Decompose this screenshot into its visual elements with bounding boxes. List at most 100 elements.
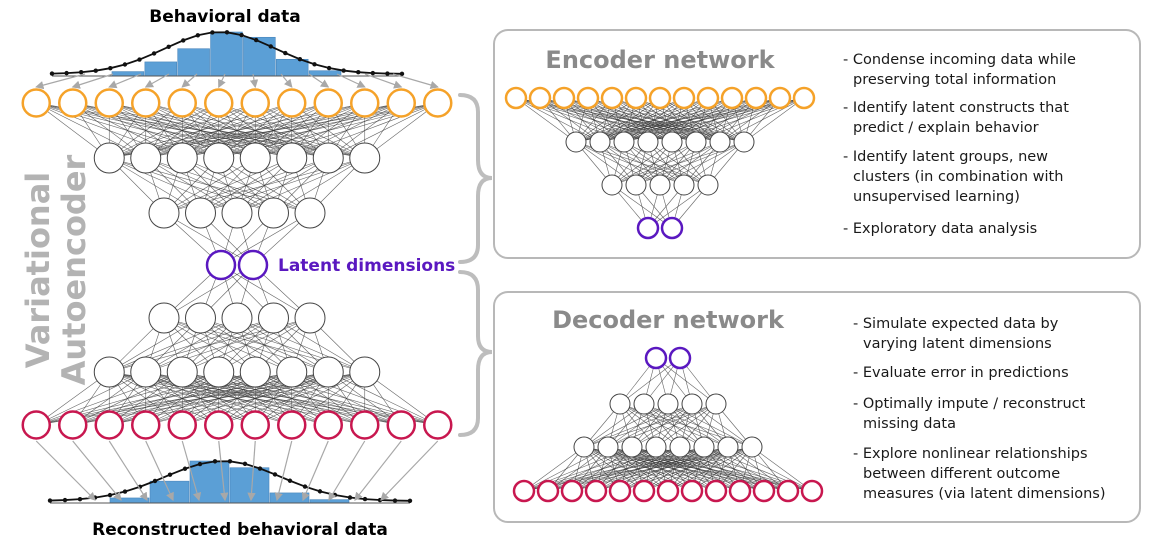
main-hidden-node xyxy=(166,142,198,174)
decoder-output-node xyxy=(656,479,680,503)
encoder-hidden-node xyxy=(565,131,587,153)
main-hidden-node xyxy=(349,356,381,388)
output-arrow xyxy=(218,440,229,502)
decoder-hidden-node xyxy=(693,436,715,458)
main-hidden-node xyxy=(239,142,271,174)
decoder-edge xyxy=(631,403,717,448)
main-hidden-node xyxy=(276,142,308,174)
main-output-node xyxy=(204,410,234,440)
decoder-edge xyxy=(691,446,753,492)
main-input-node xyxy=(350,88,380,118)
output-arrow xyxy=(274,440,293,502)
decoder-output-node xyxy=(800,479,824,503)
top-hist-curve-point xyxy=(122,62,128,67)
bottom-hist-curve-point xyxy=(287,478,293,483)
encoder-edge xyxy=(575,97,805,143)
input-arrow xyxy=(35,73,86,90)
decoder-latent-node xyxy=(644,346,668,370)
top-hist-curve-point xyxy=(137,57,142,62)
main-edge xyxy=(109,102,438,159)
decoder-edge xyxy=(583,403,669,448)
encoder-hidden-node xyxy=(733,131,755,153)
decoder-output-node xyxy=(512,479,536,503)
encoder-input-node xyxy=(576,86,600,110)
main-output-node xyxy=(94,410,124,440)
top-hist-bar xyxy=(144,61,178,77)
output-arrow xyxy=(108,440,148,502)
top-hist-bar xyxy=(308,70,342,77)
encoder-edge xyxy=(515,97,577,143)
encoder-hidden-node xyxy=(673,174,695,196)
decoder-output-node xyxy=(776,479,800,503)
main-output-node xyxy=(21,410,51,440)
decoder-edge xyxy=(619,357,681,405)
main-input-node xyxy=(423,88,453,118)
encoder-hidden-node xyxy=(661,131,683,153)
bottom-hist-curve-point xyxy=(212,459,218,464)
main-hidden-node xyxy=(93,142,125,174)
decoder-edge xyxy=(655,403,717,448)
output-arrow xyxy=(181,440,202,502)
decoder-edge xyxy=(583,403,645,448)
main-edge xyxy=(236,157,365,214)
bottom-hist-bar xyxy=(269,492,310,504)
output-arrow xyxy=(145,440,174,502)
main-hidden-node xyxy=(166,356,198,388)
decoder-hidden-node xyxy=(669,436,691,458)
encoder-edge xyxy=(611,141,697,186)
top-hist-bar xyxy=(243,36,276,77)
main-output-node xyxy=(131,410,161,440)
decoder-edge xyxy=(523,446,585,492)
main-edge xyxy=(218,317,311,373)
decoder-hidden-node xyxy=(621,436,643,458)
decoder-edge xyxy=(523,446,609,492)
top-hist-curve-point xyxy=(108,65,113,71)
side-label-line1: Variational xyxy=(19,172,57,369)
main-hidden-node xyxy=(258,302,289,334)
bottom-hist-curve-point xyxy=(152,478,158,484)
top-hist-bar xyxy=(177,48,210,77)
encoder-bullet-line: unsupervised learning) xyxy=(853,189,1020,205)
top-hist-curve-point xyxy=(385,71,390,76)
input-arrow xyxy=(308,73,330,88)
decoder-output-node xyxy=(608,479,632,503)
top-hist-curve-point xyxy=(181,38,186,43)
top-hist-curve-point xyxy=(268,44,273,49)
decoder-output-node xyxy=(560,479,584,503)
main-input-node xyxy=(94,88,124,118)
main-input-node xyxy=(131,88,161,118)
decoder-output-node xyxy=(752,479,776,503)
decoder-output-node xyxy=(704,479,728,503)
encoder-edge xyxy=(599,97,805,143)
main-input-node xyxy=(386,88,416,118)
encoder-input-node xyxy=(720,86,744,110)
input-arrow xyxy=(71,73,114,89)
output-arrow xyxy=(328,440,366,502)
decoder-bullet-line: - Simulate expected data by xyxy=(853,316,1059,332)
main-output-node xyxy=(386,410,416,440)
main-hidden-node xyxy=(203,142,235,174)
main-hidden-node xyxy=(349,142,381,174)
main-edge xyxy=(163,264,254,319)
bottom-data-label: Reconstructed behavioral data xyxy=(92,520,388,540)
top-hist-curve-point xyxy=(239,32,244,38)
decoder-network-nodes xyxy=(512,346,824,503)
bottom-hist-curve-point xyxy=(227,459,233,464)
bottom-hist-curve-point xyxy=(47,498,53,503)
main-edge xyxy=(36,371,146,426)
decoder-bullet-line: between different outcome xyxy=(863,466,1060,482)
top-hist-bar xyxy=(210,31,243,77)
main-input-node xyxy=(313,88,343,118)
main-hidden-node xyxy=(221,197,253,229)
main-input-node xyxy=(21,88,51,118)
decoder-bullet-line: varying latent dimensions xyxy=(863,336,1052,352)
decoder-hidden-node xyxy=(573,436,595,458)
decoder-bullet-list: - Simulate expected data by varying laten… xyxy=(853,316,1106,502)
input-arrow xyxy=(181,73,198,88)
main-edge xyxy=(328,102,438,159)
main-output-node xyxy=(240,410,270,440)
decoder-output-node xyxy=(536,479,560,503)
top-hist-curve-point xyxy=(151,51,157,56)
bottom-histogram xyxy=(47,459,413,504)
main-input-node xyxy=(277,88,307,118)
